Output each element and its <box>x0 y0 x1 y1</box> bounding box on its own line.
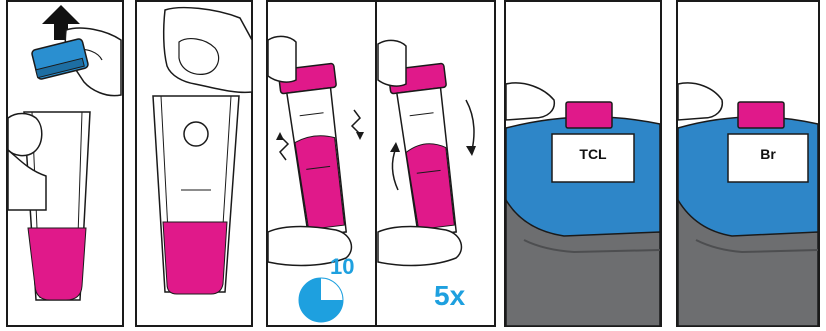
step-1-illustration <box>6 0 124 327</box>
cuvette-icon <box>277 62 348 238</box>
repeat-label: 5x <box>434 280 466 311</box>
timer-value: 10 <box>330 254 355 279</box>
shake-icon <box>276 109 364 161</box>
cuvette-icon <box>737 101 785 129</box>
step-6-panel: Br <box>676 0 820 331</box>
cuvette-icon <box>565 101 613 129</box>
cuvette-icon <box>152 95 240 295</box>
arrow-up-icon <box>42 5 80 40</box>
display-screen <box>727 133 809 183</box>
step-2-panel <box>135 0 253 331</box>
step-5-panel: TCL <box>504 0 662 331</box>
screen-label: TCL <box>579 146 607 162</box>
cuvette-icon <box>23 111 91 301</box>
hand-icon <box>377 39 463 267</box>
photometer-icon <box>505 116 661 327</box>
invert-arrows-icon <box>390 99 476 191</box>
hand-icon <box>7 112 47 211</box>
step-1-panel <box>6 0 124 331</box>
tablet-icon <box>183 121 209 147</box>
screen-label: Br <box>760 146 776 162</box>
step-6-illustration <box>676 0 820 327</box>
hand-icon <box>677 82 724 121</box>
blue-cap-icon <box>31 38 89 80</box>
hand-icon <box>267 35 353 267</box>
photometer-icon <box>677 116 819 327</box>
step-3-4-illustration <box>266 0 496 327</box>
hand-icon <box>162 6 253 94</box>
step-2-illustration <box>135 0 253 327</box>
step-5-illustration <box>504 0 662 327</box>
hand-icon <box>505 82 556 121</box>
step-3-4-panel: 10 5x <box>266 0 496 331</box>
timer-icon <box>298 277 344 323</box>
display-screen <box>551 133 635 183</box>
